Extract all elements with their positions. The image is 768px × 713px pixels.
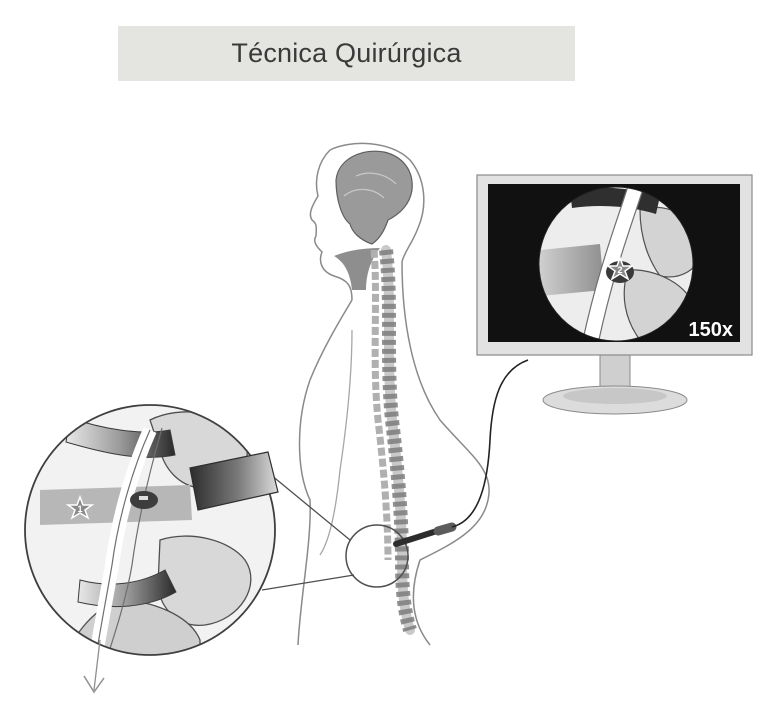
lumbar-focus-circle [345, 524, 409, 588]
star-marker-one [65, 494, 95, 520]
zoom-connector-bottom [261, 574, 355, 591]
star-marker-two [605, 255, 635, 281]
zoom-connector-top [264, 469, 351, 541]
spine [370, 245, 417, 635]
star-one-label: 1 [77, 504, 82, 514]
magnification-label: 150x [689, 319, 734, 341]
magnified-view-border [24, 404, 276, 656]
monitor-cable [451, 359, 529, 528]
human-figure [297, 142, 490, 646]
monitor: 2 150x [476, 174, 753, 415]
title-banner: Técnica Quirúrgica [118, 26, 575, 81]
page-title: Técnica Quirúrgica [231, 38, 462, 68]
endoscope-instrument [393, 522, 457, 547]
star-two-label: 2 [617, 265, 622, 275]
magnified-view: 1 [24, 404, 279, 694]
